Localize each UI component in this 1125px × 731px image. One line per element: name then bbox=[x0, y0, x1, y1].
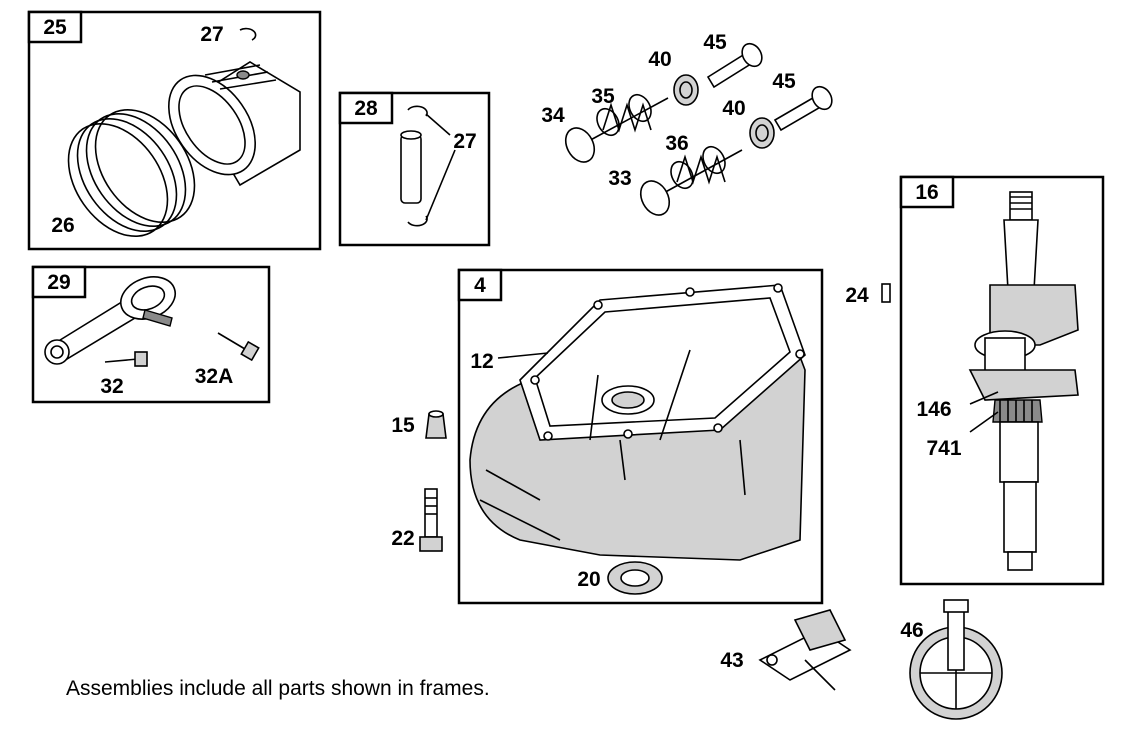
valve-tappet-45 bbox=[773, 85, 833, 132]
intake-valve-34 bbox=[564, 97, 669, 163]
frame-number-29: 29 bbox=[47, 271, 70, 294]
crankshaft bbox=[968, 191, 1079, 571]
frame-number-25: 25 bbox=[43, 16, 67, 39]
breather-plug-15 bbox=[425, 410, 447, 439]
camshaft-gear-46 bbox=[909, 599, 1003, 720]
callout-26: 26 bbox=[51, 214, 74, 237]
key-24 bbox=[881, 283, 891, 303]
callout-45: 45 bbox=[703, 31, 727, 54]
callout-146: 146 bbox=[916, 398, 951, 421]
callout-741: 741 bbox=[926, 437, 961, 460]
callout-40: 40 bbox=[722, 97, 745, 120]
callout-35: 35 bbox=[591, 85, 615, 108]
rod-bolt-32 bbox=[104, 351, 148, 367]
callout-15: 15 bbox=[391, 414, 415, 437]
connecting-rod bbox=[44, 276, 176, 365]
callout-24: 24 bbox=[845, 284, 869, 307]
frame-number-4: 4 bbox=[474, 274, 486, 297]
rod-bolt-32a bbox=[217, 332, 260, 362]
frame-number-28: 28 bbox=[354, 97, 378, 120]
frame-number-16: 16 bbox=[915, 181, 938, 204]
callout-43: 43 bbox=[720, 649, 743, 672]
valve-spring-35 bbox=[596, 93, 652, 137]
valve-retainer-40 bbox=[673, 74, 699, 106]
callout-12: 12 bbox=[470, 350, 493, 373]
callout-46: 46 bbox=[900, 619, 923, 642]
valve-spring-36 bbox=[670, 145, 726, 190]
assembly-note: Assemblies include all parts shown in fr… bbox=[66, 677, 490, 700]
governor-lever-43 bbox=[758, 609, 852, 691]
callout-45: 45 bbox=[772, 70, 796, 93]
frame-16: 16 bbox=[899, 175, 1105, 586]
cylinder-block bbox=[469, 283, 806, 561]
valve-retainer-40 bbox=[749, 117, 775, 149]
bolt-22 bbox=[419, 488, 443, 552]
callout-33: 33 bbox=[608, 167, 631, 190]
oil-seal-20 bbox=[607, 561, 663, 595]
frame-28: 28 bbox=[338, 91, 491, 247]
piston-pin-clip bbox=[239, 27, 257, 41]
callout-32a: 32A bbox=[195, 365, 234, 388]
exhaust-valve-33 bbox=[639, 149, 743, 216]
callout-40: 40 bbox=[648, 48, 671, 71]
frame-4: 4 bbox=[457, 268, 824, 605]
callout-32: 32 bbox=[100, 375, 123, 398]
callout-34: 34 bbox=[541, 104, 565, 127]
callout-36: 36 bbox=[665, 132, 688, 155]
callout-27: 27 bbox=[453, 130, 476, 153]
frame-29: 29 bbox=[31, 265, 271, 404]
piston bbox=[168, 61, 301, 187]
callout-20: 20 bbox=[577, 568, 600, 591]
callout-22: 22 bbox=[391, 527, 414, 550]
valve-tappet-45 bbox=[706, 42, 763, 89]
piston-pin bbox=[400, 105, 456, 227]
callout-27: 27 bbox=[200, 23, 223, 46]
frame-25: 25 bbox=[27, 10, 322, 251]
